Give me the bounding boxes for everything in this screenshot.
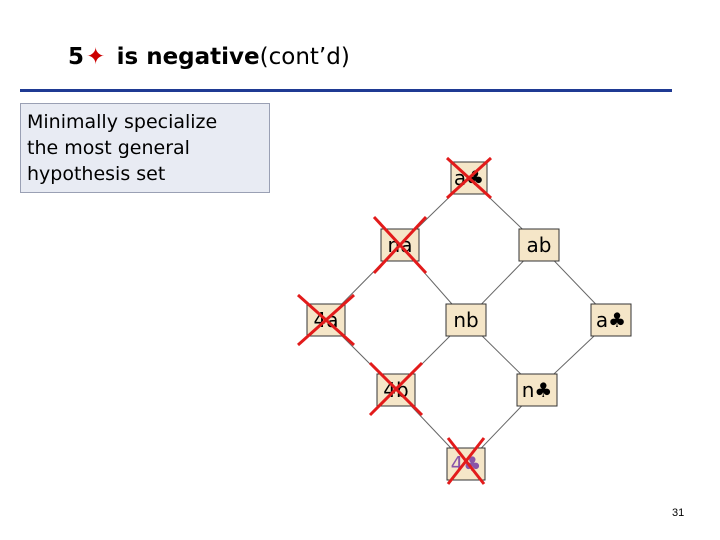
node-nc: n♣: [516, 373, 558, 407]
node-4c: 4♣: [446, 437, 486, 485]
node-4a: 4a: [297, 293, 355, 347]
node-4b: 4b: [368, 361, 424, 417]
callout-box: Minimally specialize the most general hy…: [20, 103, 270, 193]
title-divider: [20, 89, 672, 92]
cross-mark: [445, 156, 493, 200]
node-ab-label: ab: [527, 233, 552, 257]
cross-mark: [368, 361, 424, 417]
cross-mark: [372, 215, 428, 275]
callout-line-1: Minimally specialize: [27, 111, 218, 133]
title-bold: is negative: [116, 44, 260, 70]
node-aa: a♣: [445, 156, 493, 200]
cross-mark: [297, 293, 355, 347]
title-rest: (cont’d): [259, 44, 350, 70]
callout-line-3: hypothesis set: [27, 163, 166, 185]
title-number: 5: [68, 44, 85, 70]
star-icon: ✦: [86, 44, 106, 70]
node-na: na: [372, 215, 428, 275]
node-nc-label: n♣: [522, 378, 553, 402]
node-nb-label: nb: [453, 308, 478, 332]
cross-mark: [446, 437, 486, 485]
node-ac: a♣: [590, 303, 632, 337]
slide-title: 5✦ is negative(cont’d): [68, 44, 350, 70]
page-number: 31: [672, 507, 685, 519]
node-ac-label: a♣: [596, 308, 626, 332]
node-nb: nb: [445, 303, 487, 337]
callout-line-2: the most general: [27, 137, 190, 159]
node-ab: ab: [518, 228, 560, 262]
